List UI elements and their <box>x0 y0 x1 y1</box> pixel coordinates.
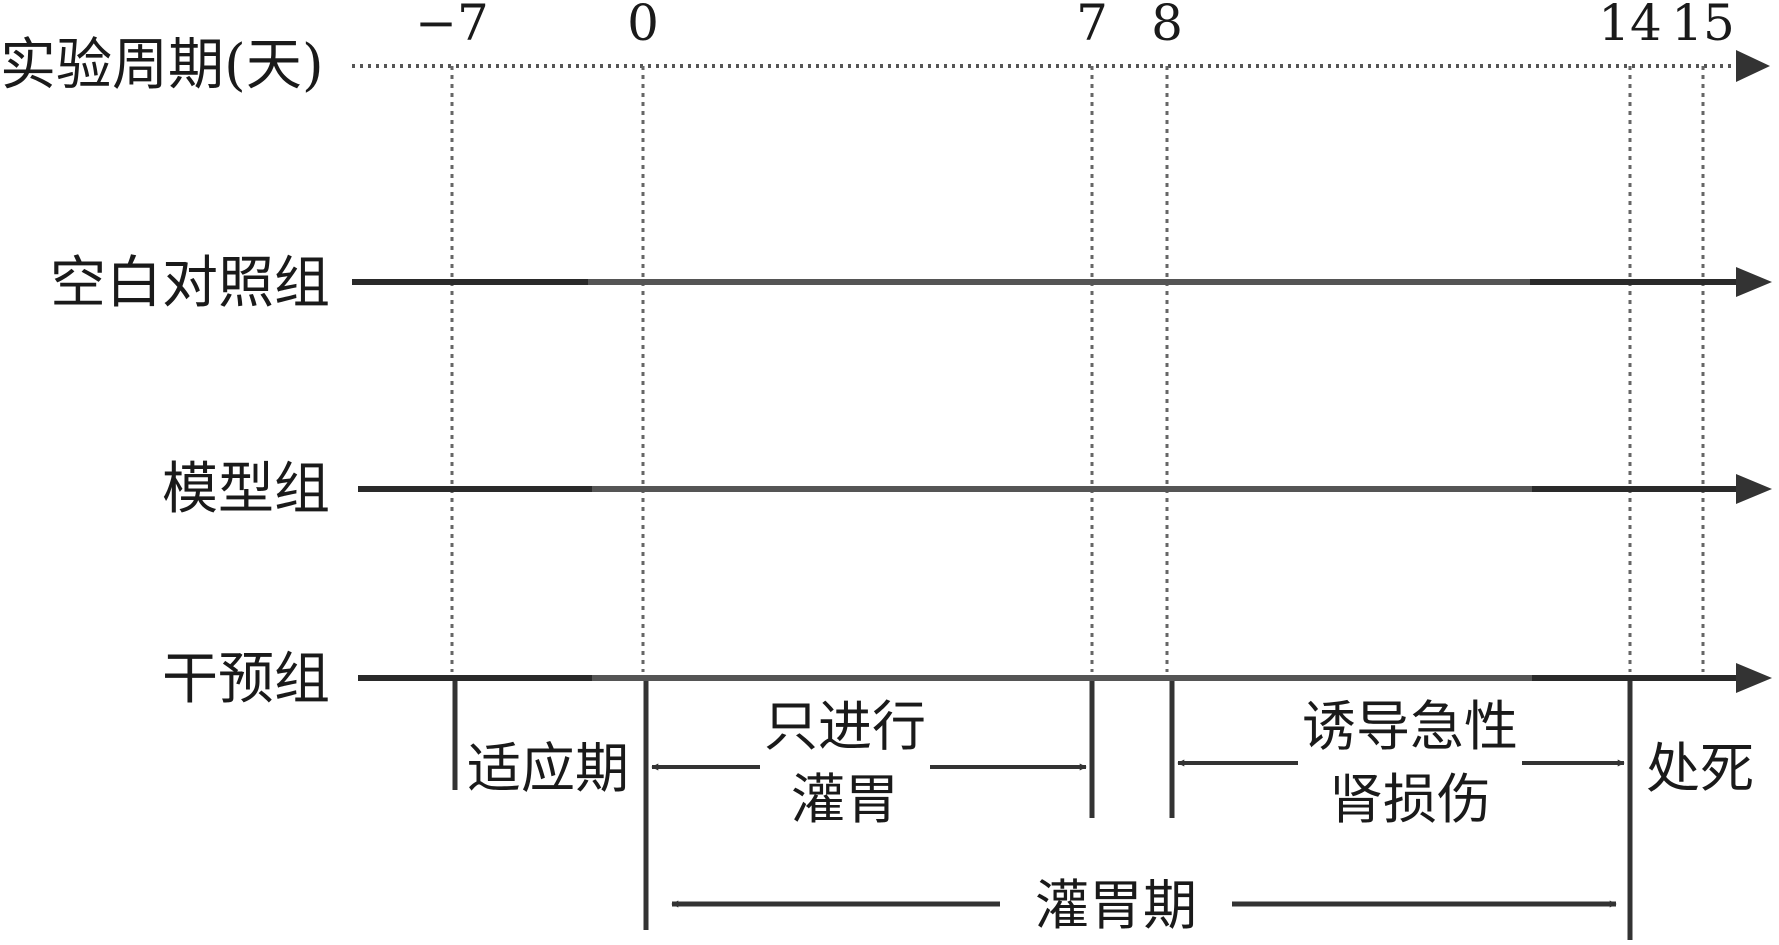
group-arrow-blank-control <box>1736 267 1772 297</box>
phase-induce-line1: 诱导急性 <box>1302 695 1518 758</box>
group-label-model: 模型组 <box>162 457 330 522</box>
phase-gavage-only-line2: 灌胃 <box>791 768 899 831</box>
axis-title: 实验周期(天) <box>0 33 324 98</box>
phase-induce-line2: 肾损伤 <box>1329 768 1491 831</box>
group-arrow-intervention <box>1736 663 1772 693</box>
tick-label-minus7: −7 <box>415 0 489 52</box>
group-arrow-model <box>1736 474 1772 504</box>
group-label-blank-control: 空白对照组 <box>50 251 330 316</box>
phase-gavage-period-label: 灌胃期 <box>1035 874 1197 937</box>
phase-adaptation-label: 适应期 <box>467 737 629 800</box>
group-label-intervention: 干预组 <box>162 647 330 712</box>
phase-gavage-only-line1: 只进行 <box>764 695 926 758</box>
tick-label-7: 7 <box>1076 0 1108 52</box>
tick-label-8: 8 <box>1151 0 1183 52</box>
tick-label-0: 0 <box>627 0 659 52</box>
time-axis-arrow <box>1736 50 1770 82</box>
tick-label-15: 15 <box>1671 0 1735 52</box>
phase-sacrifice-label: 处死 <box>1646 737 1754 800</box>
tick-label-14: 14 <box>1598 0 1662 52</box>
